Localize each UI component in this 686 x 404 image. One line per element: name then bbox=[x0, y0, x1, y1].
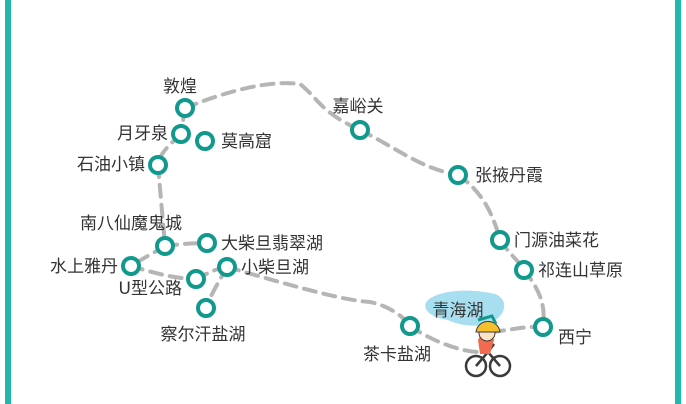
stop-marker-chaka[interactable] bbox=[400, 316, 420, 336]
label-chaka: 茶卡盐湖 bbox=[363, 345, 431, 365]
cyclist-illustration bbox=[464, 314, 512, 378]
stop-marker-chaerhan[interactable] bbox=[196, 298, 216, 318]
stop-marker-xiaochaidan[interactable] bbox=[217, 257, 237, 277]
stop-marker-mogaoku[interactable] bbox=[195, 131, 215, 151]
stop-marker-menyuan[interactable] bbox=[490, 230, 510, 250]
label-menyuan: 门源油菜花 bbox=[514, 231, 599, 251]
label-xiaochaidan: 小柴旦湖 bbox=[241, 258, 309, 278]
label-nanbaxian: 南八仙魔鬼城 bbox=[80, 214, 182, 234]
label-jiayuguan: 嘉峪关 bbox=[333, 97, 384, 117]
label-dunhuang: 敦煌 bbox=[163, 77, 197, 97]
stop-marker-zhangyedanxia[interactable] bbox=[448, 165, 468, 185]
stop-marker-xining[interactable] bbox=[533, 317, 553, 337]
stop-marker-dunhuang[interactable] bbox=[175, 98, 195, 118]
stop-marker-shiyouxiaozhen[interactable] bbox=[148, 155, 168, 175]
label-uxinggonglu: U型公路 bbox=[119, 279, 182, 299]
stop-marker-dachaidan[interactable] bbox=[197, 233, 217, 253]
label-yueyaquan: 月牙泉 bbox=[117, 124, 168, 144]
label-mogaoku: 莫高窟 bbox=[221, 132, 272, 152]
label-qinghaihu: 青海湖 bbox=[433, 301, 484, 321]
stop-marker-uxinggonglu[interactable] bbox=[186, 269, 206, 289]
stop-marker-qilianshan[interactable] bbox=[514, 260, 534, 280]
label-shuishangyadan: 水上雅丹 bbox=[50, 257, 118, 277]
label-zhangyedanxia: 张掖丹霞 bbox=[475, 166, 543, 186]
stop-marker-shuishangyadan[interactable] bbox=[121, 256, 141, 276]
stop-marker-jiayuguan[interactable] bbox=[350, 120, 370, 140]
label-xining: 西宁 bbox=[558, 328, 592, 348]
label-qilianshan: 祁连山草原 bbox=[538, 261, 623, 281]
label-dachaidan: 大柴旦翡翠湖 bbox=[221, 234, 323, 254]
label-chaerhan: 察尔汗盐湖 bbox=[161, 325, 246, 345]
label-shiyouxiaozhen: 石油小镇 bbox=[77, 155, 145, 175]
stop-marker-yueyaquan[interactable] bbox=[171, 124, 191, 144]
stop-marker-nanbaxian[interactable] bbox=[155, 236, 175, 256]
